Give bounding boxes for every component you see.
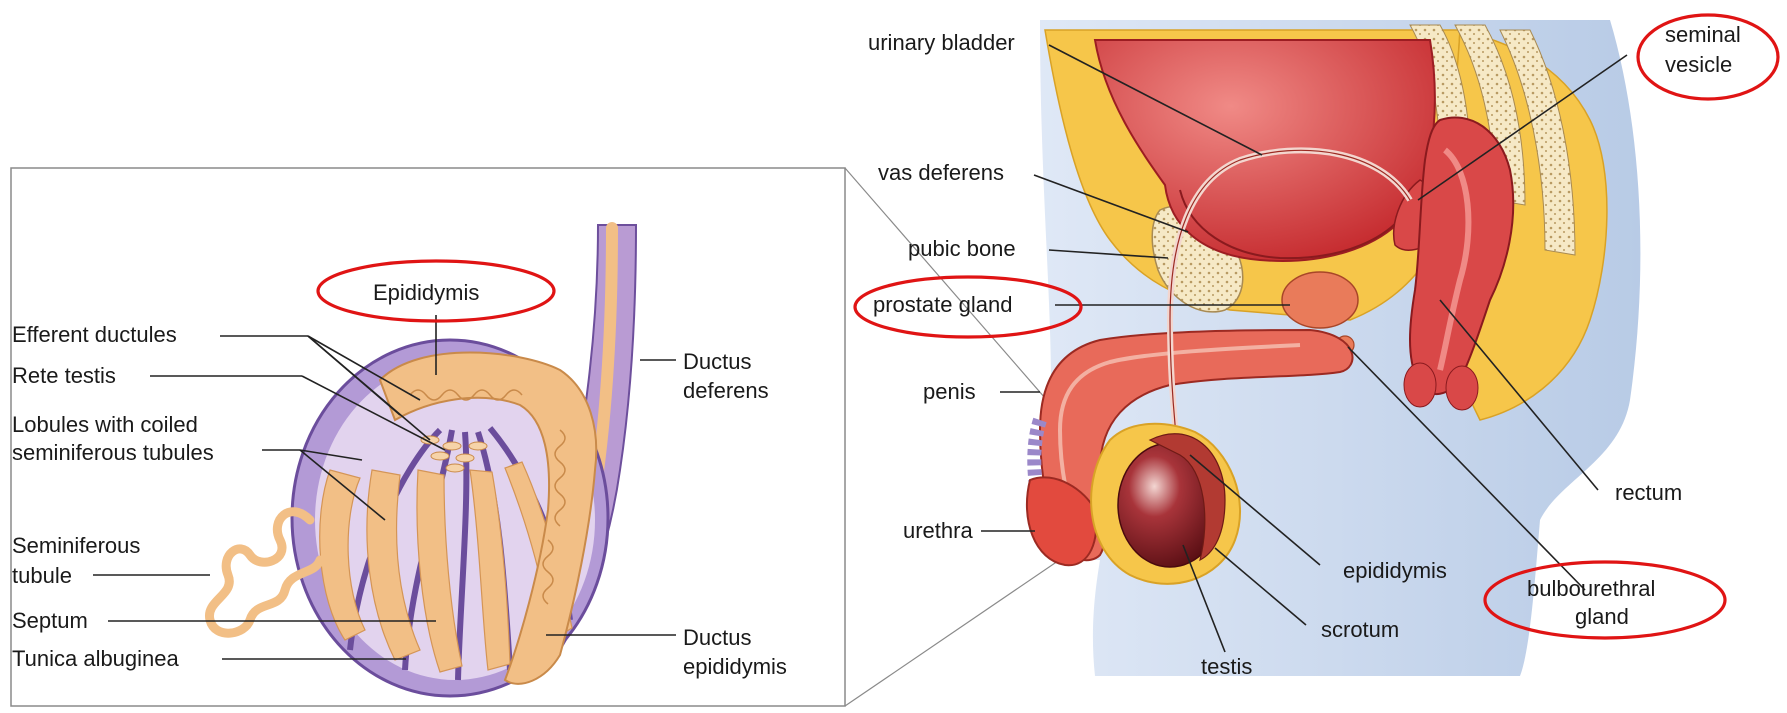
label-ductus-epididymis-1: Ductus: [683, 625, 751, 650]
label-pubic-bone: pubic bone: [908, 236, 1016, 261]
label-urinary-bladder: urinary bladder: [868, 30, 1015, 55]
label-testis: testis: [1201, 654, 1252, 679]
label-urethra: urethra: [903, 518, 973, 543]
testis-section-panel: Efferent ductules Rete testis Lobules wi…: [11, 168, 845, 706]
label-vas-deferens: vas deferens: [878, 160, 1004, 185]
label-seminal-vesicle-2: vesicle: [1665, 52, 1732, 77]
label-penis: penis: [923, 379, 976, 404]
label-prostate-gland-highlighted: prostate gland: [873, 292, 1012, 317]
label-ductus-deferens-2: deferens: [683, 378, 769, 403]
label-ductus-deferens-1: Ductus: [683, 349, 751, 374]
label-rectum: rectum: [1615, 480, 1682, 505]
label-bulbourethral-2: gland: [1575, 604, 1629, 629]
label-tunica-albuginea: Tunica albuginea: [12, 646, 180, 671]
label-efferent-ductules: Efferent ductules: [12, 322, 177, 347]
sagittal-section-panel: urinary bladder vas deferens pubic bone …: [855, 15, 1778, 679]
label-septum: Septum: [12, 608, 88, 633]
label-epididymis-highlighted: Epididymis: [373, 280, 479, 305]
label-scrotum: scrotum: [1321, 617, 1399, 642]
label-seminiferous-tubule-2: tubule: [12, 563, 72, 588]
label-rete-testis: Rete testis: [12, 363, 116, 388]
label-lobules-2: seminiferous tubules: [12, 440, 214, 465]
label-ductus-epididymis-2: epididymis: [683, 654, 787, 679]
label-seminal-vesicle-1: seminal: [1665, 22, 1741, 47]
label-bulbourethral-1: bulbourethral: [1527, 576, 1655, 601]
label-lobules-1: Lobules with coiled: [12, 412, 198, 437]
sphincter-2: [1446, 366, 1478, 410]
label-epididymis-right: epididymis: [1343, 558, 1447, 583]
prostate-gland: [1282, 272, 1358, 328]
label-seminiferous-tubule-1: Seminiferous: [12, 533, 140, 558]
sphincter-1: [1404, 363, 1436, 407]
